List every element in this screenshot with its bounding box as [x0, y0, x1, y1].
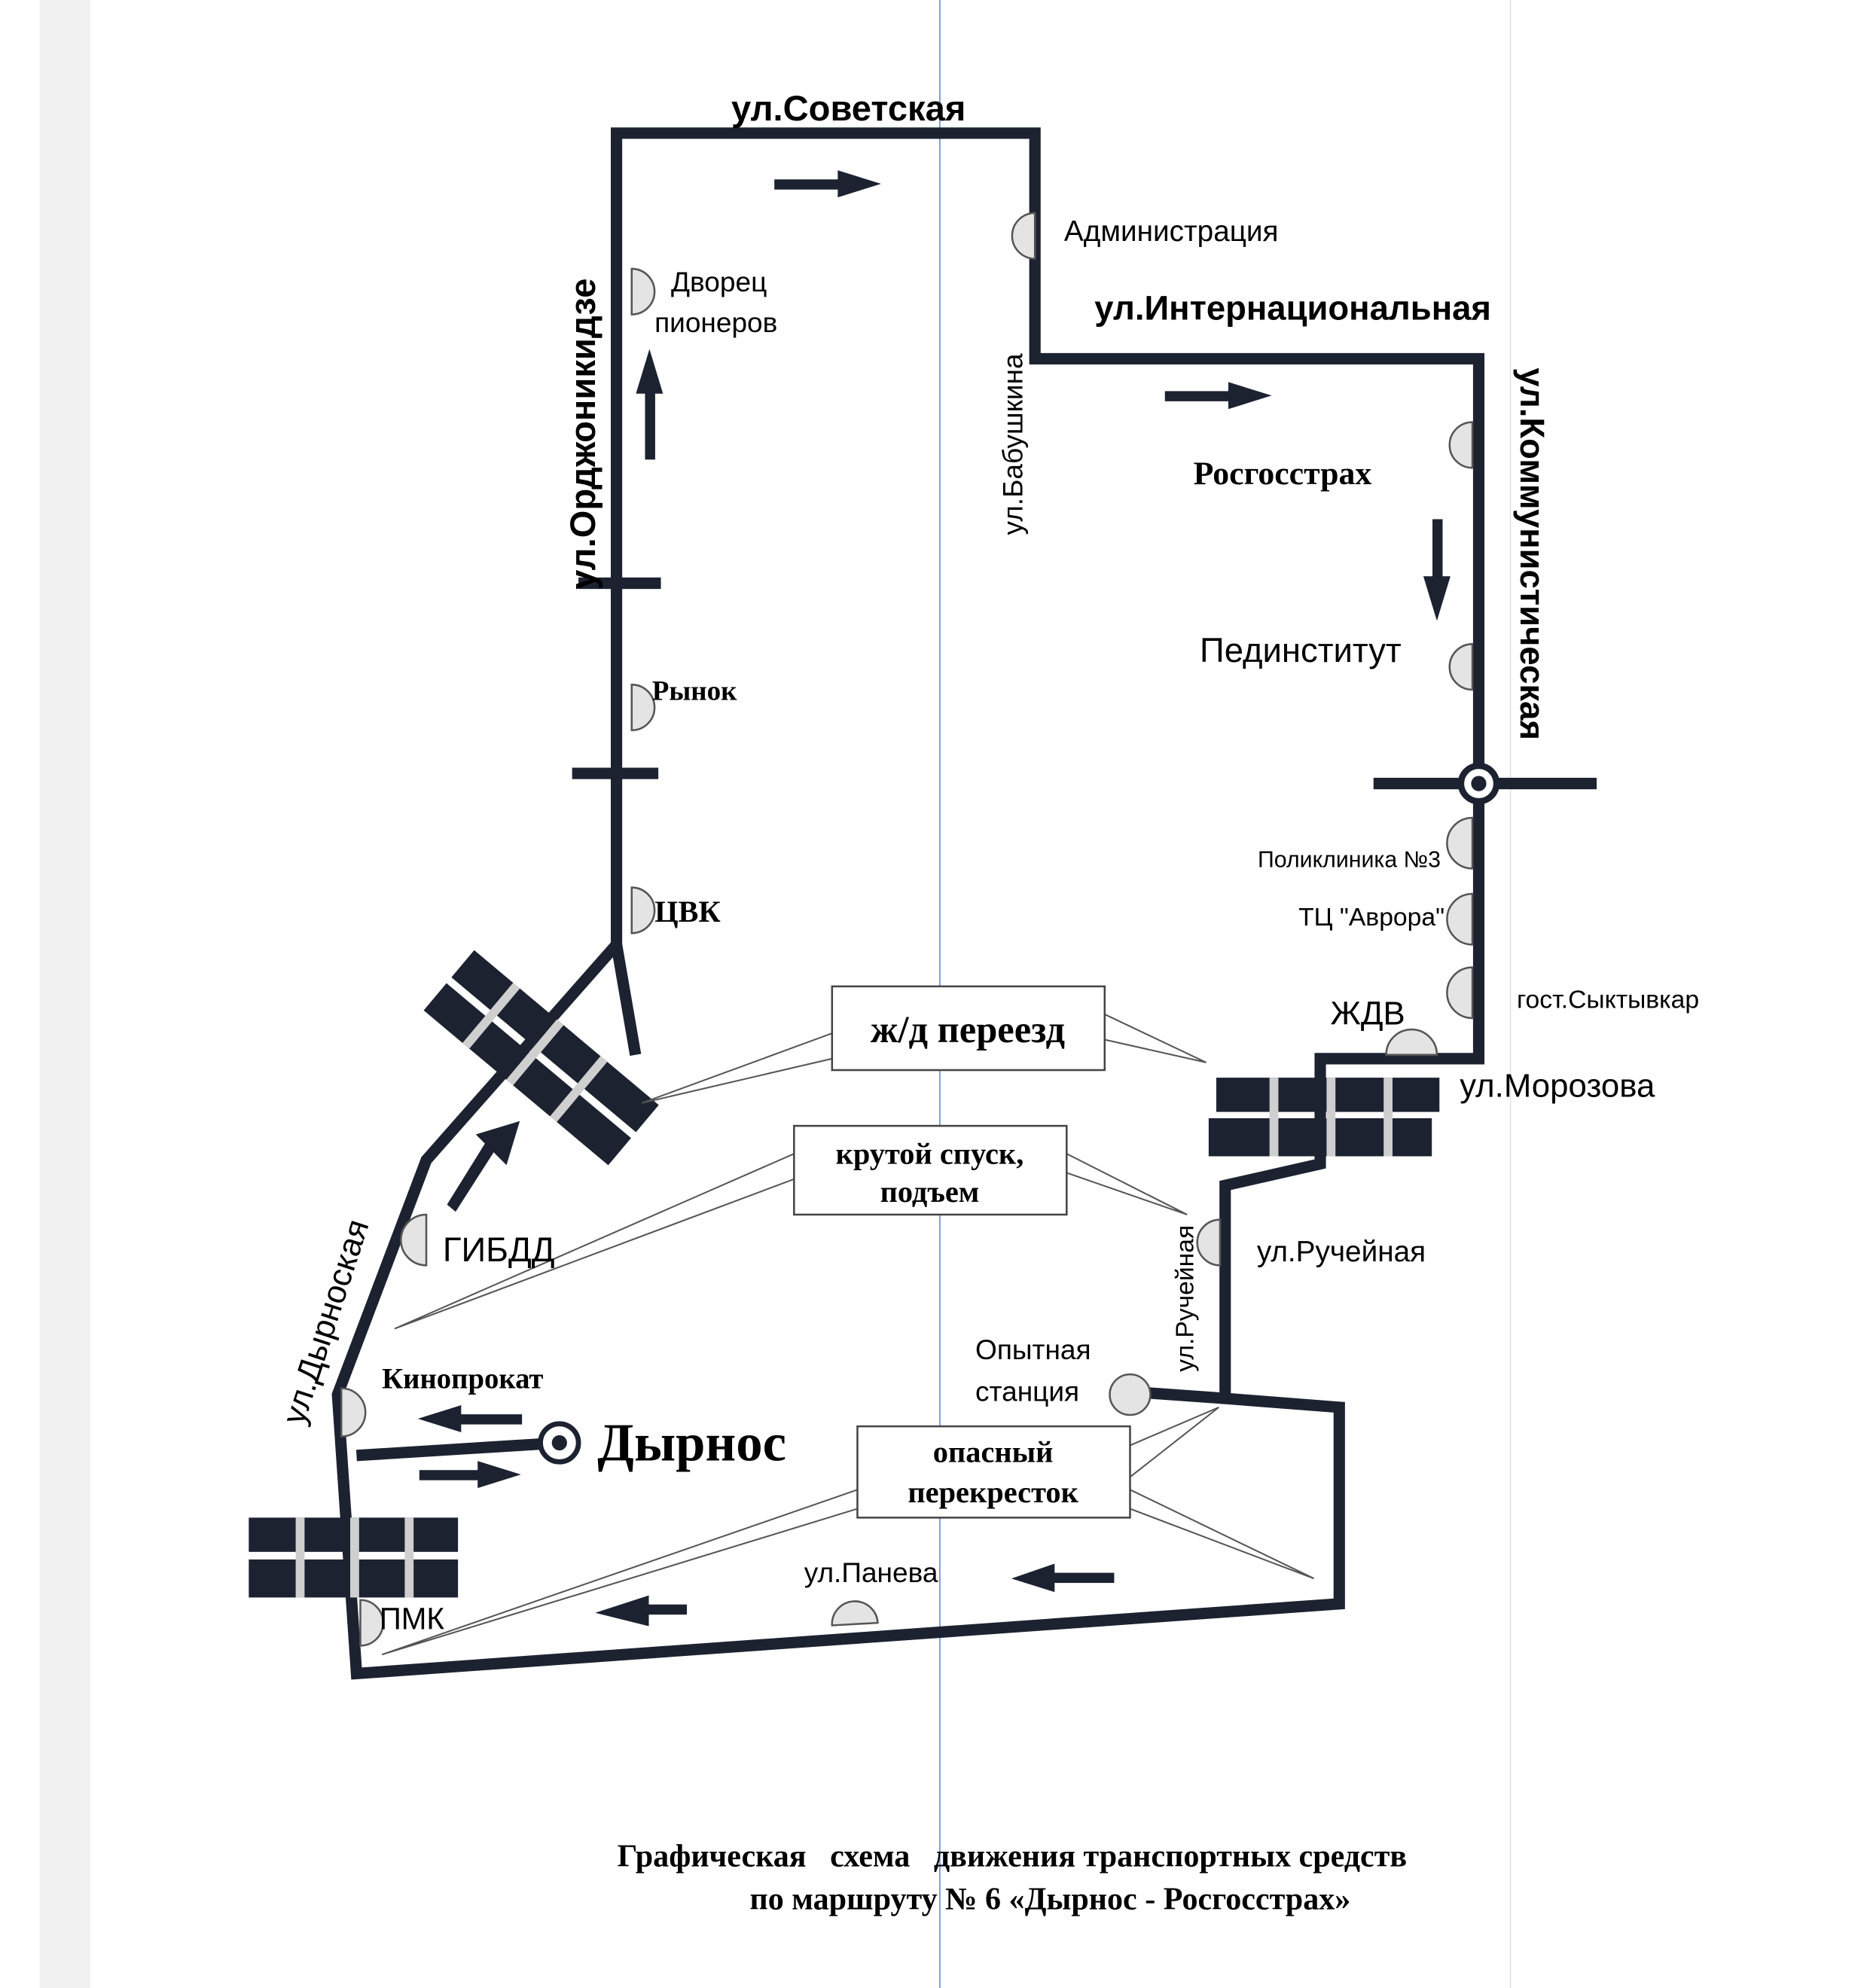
callout-leader: [394, 1153, 795, 1330]
stop-label: ЦВК: [654, 895, 721, 928]
stop-icon: [1011, 212, 1036, 260]
direction-arrow-icon: [1423, 519, 1451, 621]
railway-crossing-left: [423, 950, 659, 1166]
stop-icon: [1385, 1028, 1438, 1057]
stop-label: Дворец: [671, 266, 767, 297]
stop-icon: [831, 1600, 879, 1627]
direction-arrow-icon: [774, 170, 881, 198]
stop-icon: [1448, 643, 1474, 691]
stop-label: Пединститут: [1200, 631, 1402, 669]
callout-steep-slope: [793, 1124, 1068, 1216]
street-label: ул.Орджоникидзе: [563, 279, 603, 590]
stop-label: Администрация: [1064, 215, 1279, 248]
stop-label: станция: [975, 1375, 1079, 1407]
stop-label: Росгосстрах: [1194, 456, 1372, 492]
callout-leader: [641, 1032, 833, 1104]
direction-arrow-icon: [417, 1405, 523, 1433]
callout-text: подъем: [880, 1175, 980, 1209]
callout-dangerous-intersection: [856, 1425, 1131, 1519]
stop-icon: [630, 886, 656, 935]
stop-icon: [1446, 816, 1474, 870]
direction-arrow-icon: [419, 1461, 521, 1489]
stop-label: ЖДВ: [1330, 995, 1405, 1032]
direction-arrow-icon: [1011, 1563, 1115, 1593]
callout-leader: [1104, 1014, 1207, 1063]
callout-leader: [381, 1489, 858, 1656]
callout-text: перекресток: [908, 1475, 1078, 1509]
stop-label: пионеров: [654, 306, 777, 338]
direction-arrow-icon: [447, 1121, 520, 1212]
direction-arrow-icon: [1164, 382, 1272, 410]
stop-icon: [630, 683, 656, 732]
stop-icon: [1109, 1373, 1152, 1416]
railway-crossing-bottom: [249, 1517, 459, 1598]
map-title-line2: по маршруту № 6 «Дырнос - Росгосстрах»: [749, 1882, 1350, 1917]
roundabout-center: [1471, 776, 1487, 791]
direction-arrow-icon: [595, 1595, 688, 1627]
callout-text: ж/д переезд: [871, 1008, 1065, 1050]
street-label: ул.Интернациональная: [1094, 288, 1491, 327]
stop-label: ПМК: [380, 1602, 445, 1636]
stop-icon: [1446, 892, 1474, 946]
stop-icon: [400, 1213, 428, 1267]
street-label: ул.Панева: [804, 1557, 938, 1588]
stop-label: ТЦ "Аврора": [1298, 904, 1444, 931]
street-label: ул.Бабушкина: [996, 353, 1028, 535]
stop-label: Рынок: [652, 675, 737, 706]
stop-icon: [359, 1599, 384, 1647]
callout-leader: [1130, 1489, 1315, 1580]
stop-icon: [1448, 421, 1474, 469]
map-title-line1: Графическая схема движения транспортных …: [618, 1838, 1407, 1874]
street-label: ул.Советская: [731, 88, 966, 128]
stop-label: Поликлиника №3: [1258, 848, 1441, 873]
scan-edge-noise: [39, 0, 90, 1988]
stop-label: Кинопрокат: [382, 1363, 543, 1395]
stop-icon: [1446, 966, 1474, 1020]
street-label: ул.Ручейная: [1257, 1236, 1426, 1268]
stop-icon: [1196, 1218, 1222, 1267]
stop-label: гост.Сыктывкар: [1517, 986, 1699, 1014]
street-label: ул.Коммунистическая: [1513, 367, 1551, 740]
direction-arrow-icon: [636, 349, 664, 460]
street-label: ул.Ручейная: [1172, 1225, 1200, 1372]
terminal-icon-center: [551, 1435, 567, 1451]
callout-text: крутой спуск,: [836, 1137, 1024, 1171]
stop-label: Опытная: [975, 1334, 1091, 1365]
callout-railway-crossing: [831, 985, 1106, 1072]
stop-icon: [340, 1387, 367, 1438]
callout-leader: [1129, 1406, 1219, 1478]
callout-text: опасный: [933, 1435, 1054, 1468]
road-branch: [611, 944, 642, 1057]
street-label: ул.Морозова: [1460, 1067, 1655, 1104]
stop-label: ГИБДД: [443, 1230, 555, 1269]
road-dyrnos-spur: [355, 1437, 560, 1462]
terminal-label: Дырнос: [597, 1414, 786, 1473]
railway-crossing-right: [1208, 1078, 1440, 1157]
stop-icon: [630, 267, 656, 316]
callout-leader: [1066, 1153, 1188, 1215]
